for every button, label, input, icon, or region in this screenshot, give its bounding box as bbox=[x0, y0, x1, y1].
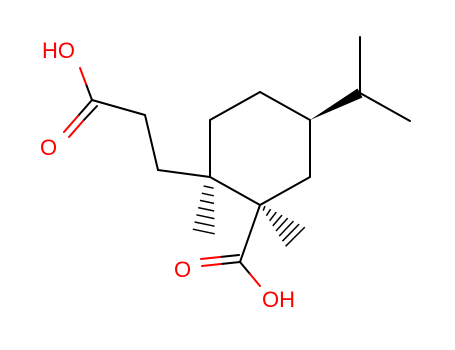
isopropyl-solid-wedge bbox=[310, 88, 363, 120]
chain-c-oh-bond-black bbox=[85, 83, 93, 101]
chain-bond-3 bbox=[91, 99, 146, 116]
bottom-co-double-b-black bbox=[219, 254, 240, 258]
bottom-co-double-b-red bbox=[200, 256, 221, 260]
top-carbonyl-oxygen-label: O bbox=[40, 135, 57, 160]
ring-bond-c2-c3 bbox=[259, 176, 311, 206]
chain-bond-2 bbox=[144, 114, 159, 171]
chain-co-double-b-red bbox=[68, 120, 84, 138]
chain-co-double-a-red bbox=[63, 115, 79, 133]
c1-methyl-hashed-wedge bbox=[192, 185, 215, 235]
ring-bond-c4-c5 bbox=[259, 91, 311, 121]
propanoic-acid-chain bbox=[63, 67, 211, 178]
isopropyl-group bbox=[359, 36, 411, 122]
ring-bond-c1-c2 bbox=[209, 176, 261, 206]
chain-bond-1 bbox=[157, 169, 211, 178]
chain-co-double-b-black bbox=[82, 105, 98, 122]
chain-c-oh-bond-red bbox=[79, 67, 87, 85]
bottom-hydroxyl-label: OH bbox=[262, 287, 295, 312]
top-hydroxyl-label: HO bbox=[42, 38, 75, 63]
bottom-c-oh-bond-red bbox=[249, 273, 261, 287]
c2-methyl-hashed-wedge bbox=[262, 205, 306, 247]
isopropyl-bond-right bbox=[359, 92, 411, 122]
bottom-carboxylic-acid bbox=[200, 204, 261, 287]
bottom-carbonyl-oxygen-label: O bbox=[174, 257, 191, 282]
ring-bond-c5-c6 bbox=[209, 91, 261, 121]
chain-co-double-a-black bbox=[77, 99, 93, 117]
cyclohexane-ring bbox=[209, 91, 311, 206]
bottom-c-oh-bond-black bbox=[239, 261, 251, 275]
bottom-co-double-a-red bbox=[201, 263, 222, 267]
c2-carboxyl-bond bbox=[239, 204, 261, 263]
bottom-co-double-a-black bbox=[220, 261, 241, 265]
